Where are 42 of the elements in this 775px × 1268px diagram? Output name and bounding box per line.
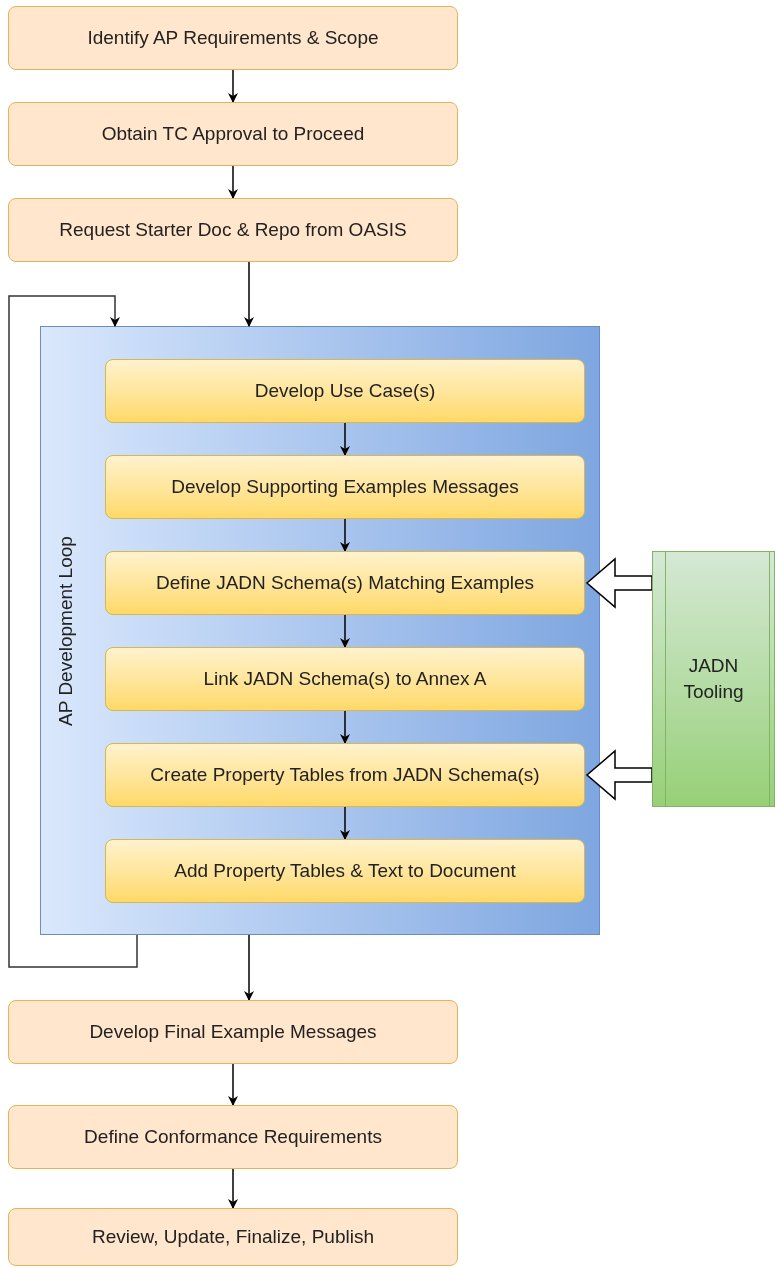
node-label: Define Conformance Requirements (84, 1125, 382, 1149)
process-box (105, 647, 585, 711)
node-label: Define JADN Schema(s) Matching Examples (156, 571, 534, 595)
node-label: Identify AP Requirements & Scope (87, 26, 379, 50)
arrow (228, 69, 238, 103)
node-label: JADN Tooling (682, 654, 745, 704)
process-box (8, 102, 458, 166)
process-box (105, 455, 585, 519)
block-arrow (585, 557, 653, 609)
arrow (340, 422, 350, 456)
arrow (340, 518, 350, 552)
process-box (105, 839, 585, 903)
arrow (244, 261, 254, 327)
arrow (340, 614, 350, 648)
node-label: Add Property Tables & Text to Document (174, 859, 516, 883)
arrow (340, 710, 350, 744)
process-box (8, 6, 458, 70)
node-label: Obtain TC Approval to Proceed (101, 122, 365, 146)
arrow (244, 934, 254, 1001)
arrow (340, 806, 350, 840)
process-box (8, 1105, 458, 1169)
arrow (228, 1168, 238, 1209)
process-box (8, 198, 458, 262)
node-label: Review, Update, Finalize, Publish (92, 1225, 374, 1249)
loop-container (40, 326, 600, 935)
node-label: Create Property Tables from JADN Schema(s) (150, 763, 540, 787)
node-label: Develop Use Case(s) (254, 379, 436, 403)
process-box (105, 551, 585, 615)
loop-arrow (8, 295, 138, 968)
tool-panel (652, 551, 775, 807)
process-box (8, 1000, 458, 1064)
process-box (105, 743, 585, 807)
node-label: Develop Supporting Examples Messages (171, 475, 519, 499)
node-label: Request Starter Doc & Repo from OASIS (59, 218, 407, 242)
node-label: Develop Final Example Messages (89, 1020, 377, 1044)
loop-label: AP Development Loop (53, 535, 77, 726)
process-box (8, 1208, 458, 1266)
arrow (228, 1063, 238, 1106)
node-label: Link JADN Schema(s) to Annex A (203, 667, 487, 691)
process-box (105, 359, 585, 423)
arrow (228, 165, 238, 199)
block-arrow (585, 749, 653, 801)
